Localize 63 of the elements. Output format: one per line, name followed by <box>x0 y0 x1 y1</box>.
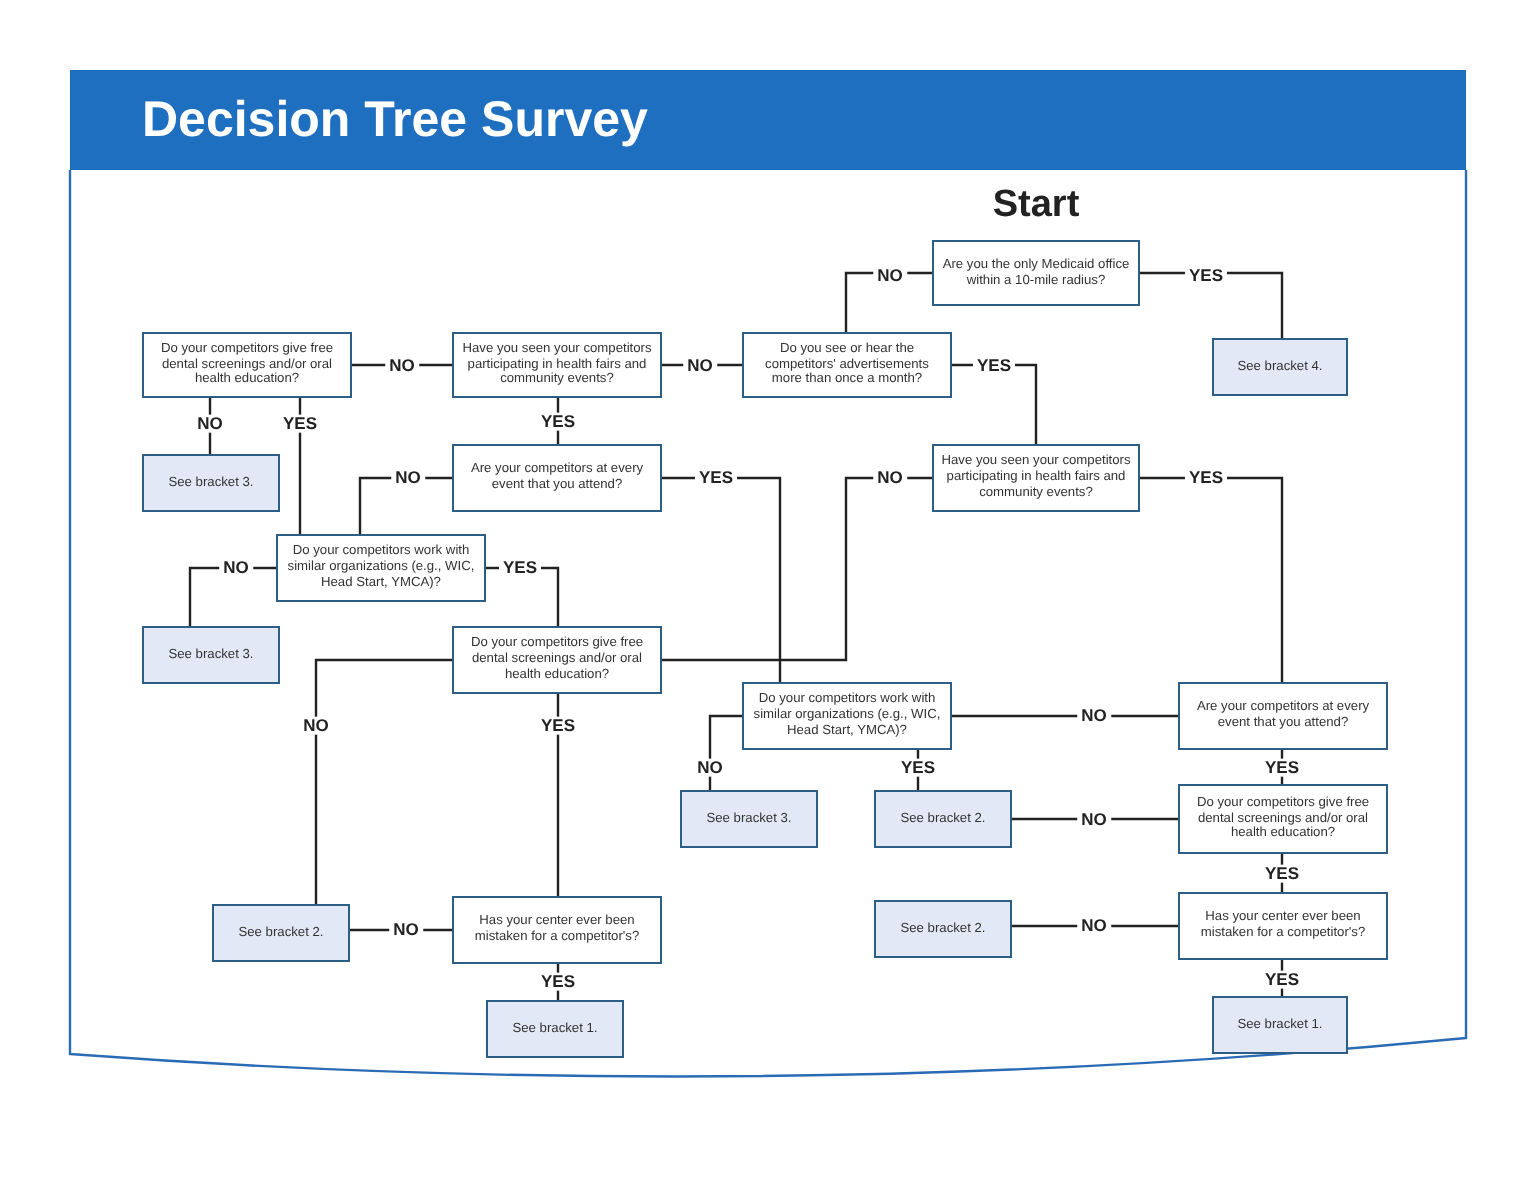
edge-label: NO <box>873 468 907 488</box>
edge-label: YES <box>537 716 579 736</box>
edge-label: YES <box>973 356 1015 376</box>
edge-label: YES <box>1261 864 1303 884</box>
edge-label: NO <box>193 414 227 434</box>
question-box <box>452 444 662 512</box>
edge-label: YES <box>537 972 579 992</box>
question-box <box>1178 892 1388 960</box>
question-box <box>276 534 486 602</box>
question-box <box>452 626 662 694</box>
result-box <box>142 454 280 512</box>
edge-label: NO <box>693 758 727 778</box>
question-box <box>1178 682 1388 750</box>
result-box <box>142 626 280 684</box>
edge-label: NO <box>219 558 253 578</box>
edge-label: YES <box>1185 266 1227 286</box>
result-box <box>1212 996 1348 1054</box>
connector-line <box>298 398 302 534</box>
edge-label: NO <box>873 266 907 286</box>
question-box <box>452 896 662 964</box>
connector-line <box>662 476 932 662</box>
question-box <box>1178 784 1388 854</box>
question-box <box>932 240 1140 306</box>
connector-line <box>708 714 742 790</box>
connector-line <box>1140 271 1284 338</box>
title: Decision Tree Survey <box>142 92 648 150</box>
result-box <box>212 904 350 962</box>
edge-label: YES <box>279 414 321 434</box>
connector-line <box>1012 817 1178 821</box>
connector-line <box>556 694 560 896</box>
start-label: Start <box>992 184 1080 228</box>
connector-line <box>662 476 782 682</box>
edge-label: NO <box>1077 916 1111 936</box>
edge-label: NO <box>1077 706 1111 726</box>
result-box <box>1212 338 1348 396</box>
connector-line <box>486 566 560 626</box>
question-box <box>742 682 952 750</box>
edge-label: YES <box>499 558 541 578</box>
edge-label: YES <box>537 412 579 432</box>
edge-label: NO <box>1077 810 1111 830</box>
edge-label: YES <box>1261 970 1303 990</box>
edge-label: YES <box>695 468 737 488</box>
connector-line <box>314 658 452 904</box>
edge-label: NO <box>385 356 419 376</box>
connector-line <box>358 476 452 534</box>
result-box <box>874 790 1012 848</box>
result-box <box>874 900 1012 958</box>
edge-label: NO <box>391 468 425 488</box>
edge-label: NO <box>683 356 717 376</box>
question-box <box>142 332 352 398</box>
question-box <box>452 332 662 398</box>
question-box <box>742 332 952 398</box>
edge-label: NO <box>299 716 333 736</box>
connector-line <box>952 714 1178 718</box>
edge-label: YES <box>1261 758 1303 778</box>
connector-line <box>208 398 212 454</box>
edge-label: NO <box>389 920 423 940</box>
connector-line <box>1140 476 1284 682</box>
edge-label: YES <box>897 758 939 778</box>
edge-label: YES <box>1185 468 1227 488</box>
result-box <box>680 790 818 848</box>
question-box <box>932 444 1140 512</box>
result-box <box>486 1000 624 1058</box>
